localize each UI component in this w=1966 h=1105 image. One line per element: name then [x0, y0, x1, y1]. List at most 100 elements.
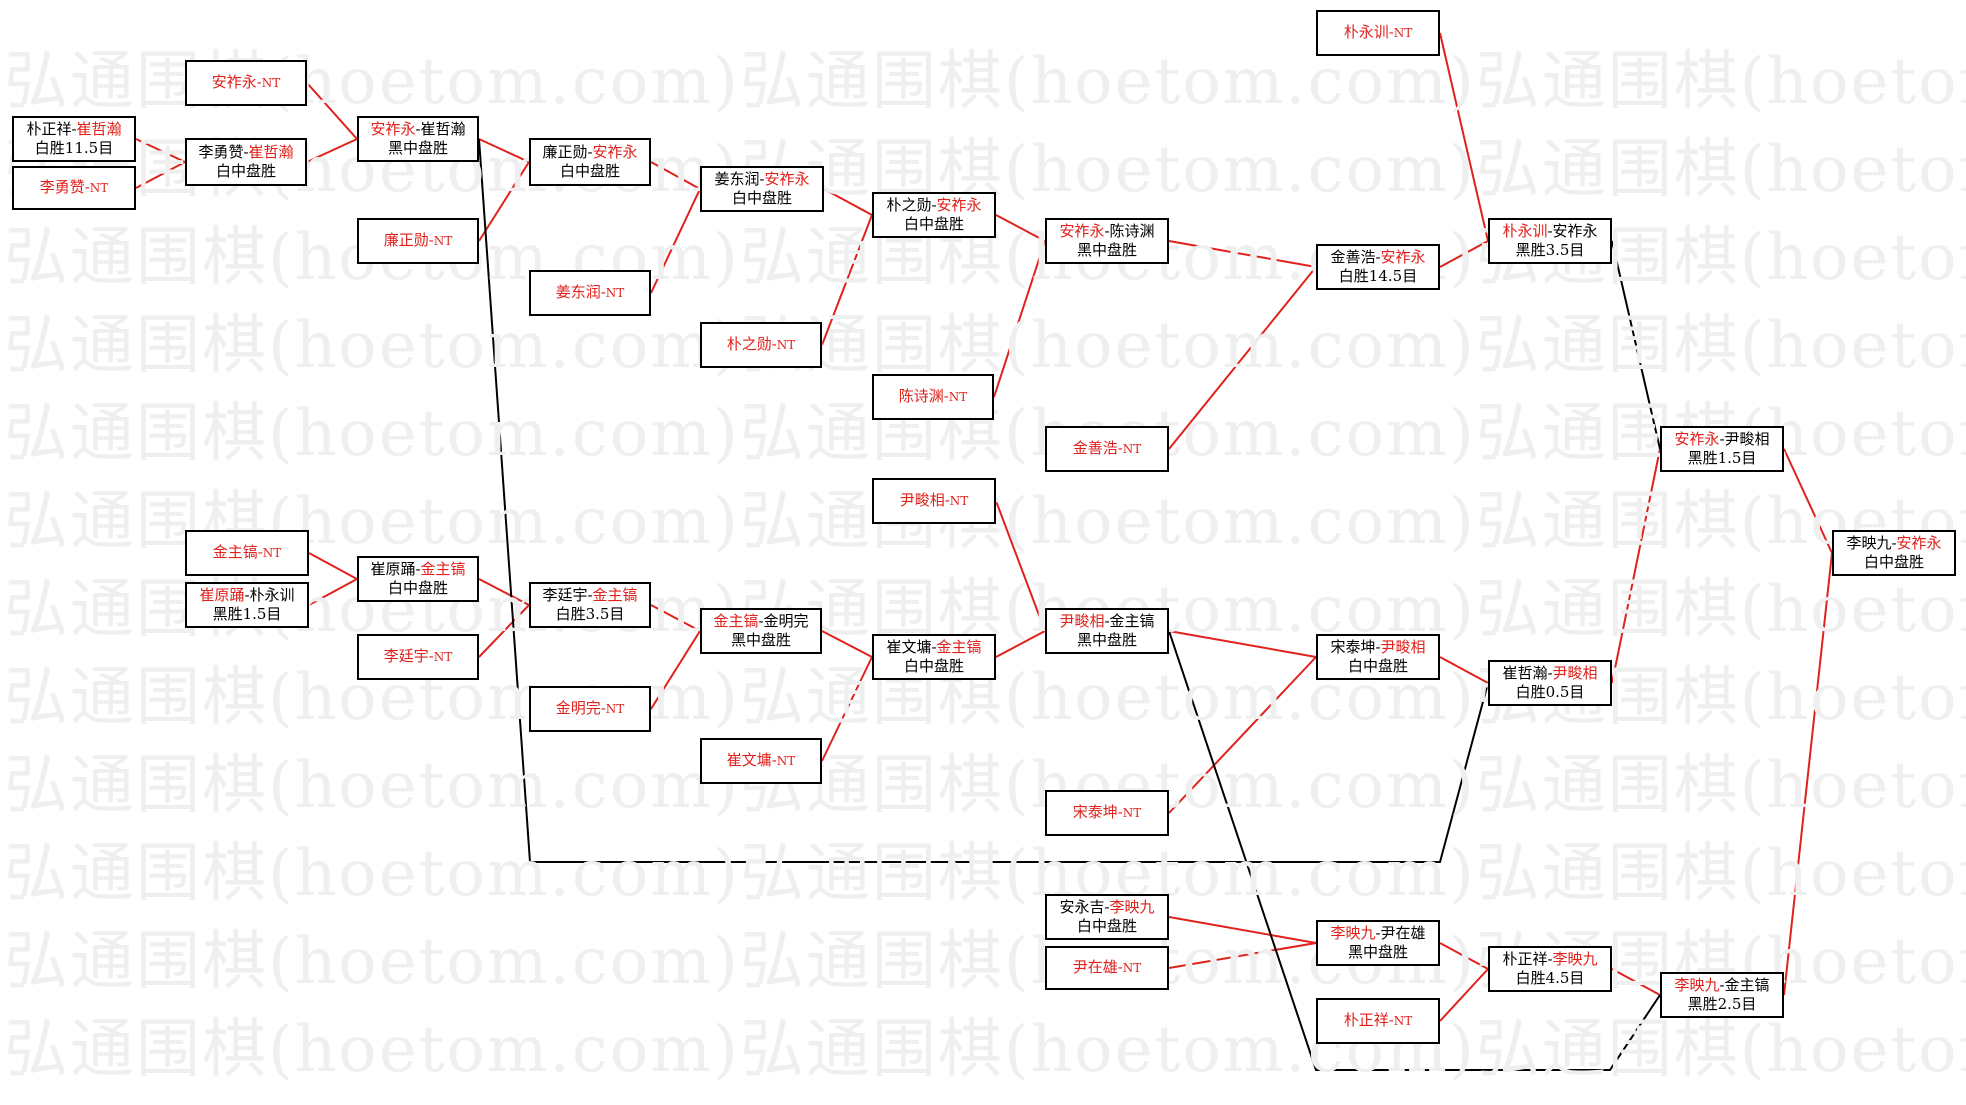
match-players: 崔文墉-金主镐	[886, 638, 981, 657]
player-2: 尹畯相	[1552, 664, 1598, 682]
match-box: 金主镐-金明完黑中盘胜	[700, 608, 822, 654]
player-1: 金明完	[555, 699, 601, 717]
match-players: 金主镐-NT	[213, 543, 282, 563]
player-2: NT	[261, 76, 281, 90]
bracket-line-n27-n28	[995, 500, 1046, 632]
separator: -	[256, 73, 262, 91]
match-result: 黑中盘胜	[387, 139, 448, 157]
bracket-line-n20-n22	[478, 578, 530, 606]
separator: -	[600, 283, 606, 301]
bracket-line-n32-n33	[1783, 448, 1833, 554]
player-1: 崔原踊	[370, 560, 416, 578]
player-2: 金主镐	[592, 586, 638, 604]
player-2: NT	[433, 650, 453, 664]
match-players: 李映九-尹在雄	[1330, 924, 1425, 943]
player-1: 朴正祥	[1502, 950, 1548, 968]
match-box: 李廷宇-NT	[357, 634, 479, 680]
player-1: 尹在雄	[1072, 958, 1118, 976]
match-box: 李映九-金主镐黑胜2.5目	[1660, 972, 1784, 1018]
match-players: 朴正祥-NT	[1344, 1011, 1413, 1031]
match-result: 白中盘胜	[731, 189, 792, 207]
separator: -	[931, 196, 937, 214]
match-box: 尹在雄-NT	[1045, 946, 1169, 990]
player-2: NT	[605, 702, 625, 716]
bracket-line-n34-n36	[1168, 916, 1317, 944]
separator: -	[1104, 222, 1110, 240]
match-box: 李映九-安祚永白中盘胜	[1832, 530, 1956, 576]
match-box: 金明完-NT	[529, 686, 651, 732]
player-1: 朴之勋	[726, 335, 772, 353]
bracket-line-n6-n7	[478, 161, 530, 242]
separator: -	[1117, 803, 1123, 821]
bracket-line-n38-n39	[1611, 968, 1661, 996]
player-1: 朴永训	[1502, 222, 1548, 240]
match-box: 安永吉-李映九白中盘胜	[1045, 894, 1169, 940]
match-players: 金主镐-金明完	[713, 612, 808, 631]
player-2: NT	[1122, 806, 1142, 820]
separator: -	[771, 335, 777, 353]
bracket-line-n26-n28	[995, 630, 1046, 658]
route-n28-n39	[1168, 630, 1661, 1071]
player-1: 金善浩	[1330, 248, 1376, 266]
match-box: 金主镐-NT	[185, 530, 309, 576]
match-players: 崔哲瀚-尹畯相	[1502, 664, 1597, 683]
match-result: 白中盘胜	[1076, 917, 1137, 935]
player-1: 金主镐	[212, 543, 258, 561]
bracket-line-n24-n23	[650, 630, 701, 710]
player-1: 尹畯相	[1059, 612, 1105, 630]
match-players: 安祚永-尹畯相	[1674, 430, 1769, 449]
match-players: 李映九-安祚永	[1846, 534, 1941, 553]
bracket-line-n18-n20	[308, 552, 358, 580]
match-players: 宋泰坤-尹畯相	[1330, 638, 1425, 657]
player-1: 崔文墉	[886, 638, 932, 656]
bracket-line-n5-n7	[478, 138, 530, 163]
match-players: 尹在雄-NT	[1073, 958, 1142, 978]
player-1: 金善浩	[1072, 439, 1118, 457]
bracket-line-n30-n31	[1439, 656, 1489, 684]
bracket-line-n28-n30	[1168, 630, 1317, 658]
match-box: 崔文墉-NT	[700, 738, 822, 784]
player-2: NT	[605, 286, 625, 300]
match-players: 朴正祥-李映九	[1502, 950, 1597, 969]
match-players: 金善浩-NT	[1073, 439, 1142, 459]
match-result: 白胜3.5目	[555, 605, 625, 623]
player-1: 安祚永	[370, 120, 416, 138]
separator: -	[1117, 958, 1123, 976]
player-1: 姜东润	[555, 283, 601, 301]
bracket-line-n8-n9	[650, 188, 701, 294]
match-players: 安祚永-崔哲瀚	[370, 120, 465, 139]
match-players: 朴之勋-NT	[727, 335, 796, 355]
match-players: 姜东润-NT	[556, 283, 625, 303]
match-box: 安祚永-崔哲瀚黑中盘胜	[357, 116, 479, 162]
bracket-line-n12-n13	[993, 240, 1046, 398]
match-result: 黑中盘胜	[1076, 631, 1137, 649]
player-2: 安祚永	[764, 170, 810, 188]
match-box: 姜东润-NT	[529, 270, 651, 316]
match-box: 朴正祥-崔哲瀚白胜11.5目	[12, 116, 136, 162]
separator: -	[71, 120, 77, 138]
player-2: NT	[776, 754, 796, 768]
separator: -	[257, 543, 263, 561]
match-players: 安祚永-NT	[212, 73, 281, 93]
match-players: 尹畯相-金主镐	[1059, 612, 1154, 631]
bracket-line-n39-n33	[1783, 552, 1833, 996]
player-1: 李廷宇	[542, 586, 588, 604]
player-2: 尹畯相	[1380, 638, 1426, 656]
match-box: 崔原踊-朴永训黑胜1.5目	[185, 582, 309, 628]
match-box: 廉正勋-NT	[357, 218, 479, 264]
match-result: 黑胜1.5目	[212, 605, 282, 623]
player-2: 崔哲瀚	[420, 120, 466, 138]
bracket-line-n4-n5	[306, 138, 358, 163]
bracket-line-n15-n17	[1439, 240, 1489, 268]
player-2: 安祚永	[1896, 534, 1942, 552]
player-2: NT	[1393, 26, 1413, 40]
separator: -	[244, 586, 250, 604]
match-box: 金善浩-安祚永白胜14.5目	[1316, 244, 1440, 290]
match-players: 廉正勋-NT	[384, 231, 453, 251]
bracket-line-n16-n17	[1439, 32, 1489, 242]
match-box: 尹畯相-金主镐黑中盘胜	[1045, 608, 1169, 654]
player-2: 金主镐	[1109, 612, 1155, 630]
bracket-line-n19-n20	[308, 578, 358, 606]
player-2: 金主镐	[420, 560, 466, 578]
match-result: 白胜14.5目	[1338, 267, 1418, 285]
